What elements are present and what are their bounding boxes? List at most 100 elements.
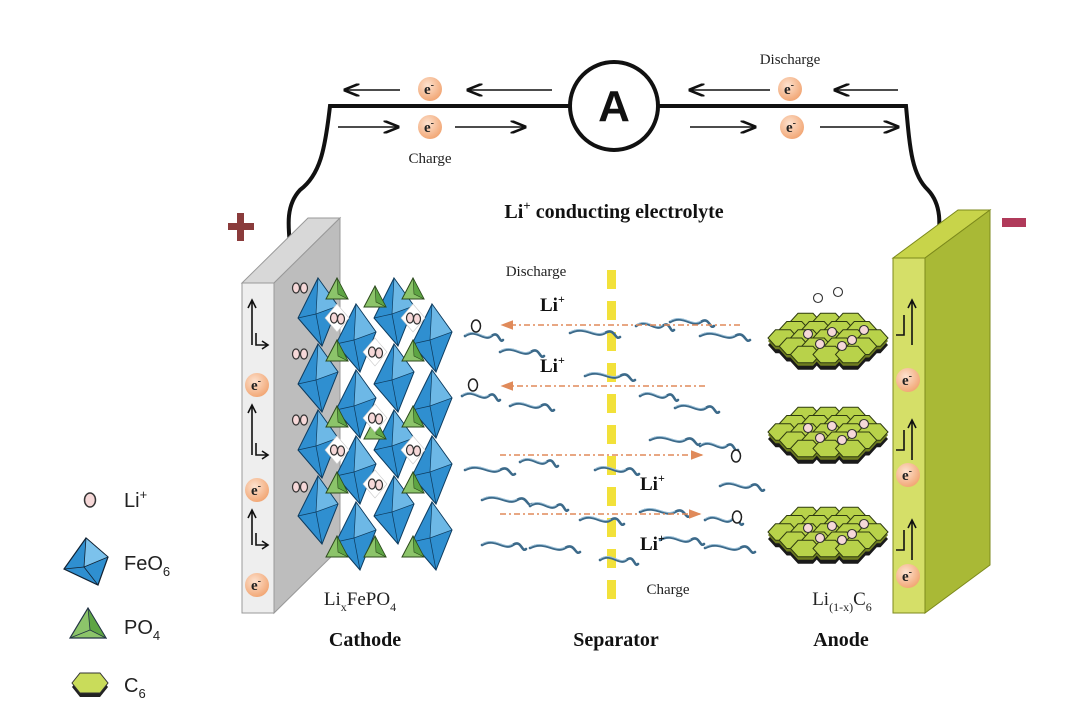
li-ion xyxy=(299,414,309,426)
legend-tetrahedron-symbol xyxy=(68,606,108,639)
svg-text:e-: e- xyxy=(902,466,912,484)
li-ion xyxy=(814,338,826,350)
polymer-chain xyxy=(698,442,740,453)
anode-formula: Li(1-x)C6 xyxy=(812,589,872,614)
legend-hexagon-symbol xyxy=(71,672,109,697)
polymer-chain xyxy=(673,404,721,415)
polymer-chain xyxy=(463,466,517,477)
polymer-chain xyxy=(703,544,757,555)
li-ion xyxy=(836,434,848,446)
legend-item-c6: C6 xyxy=(71,672,146,701)
svg-text:e-: e- xyxy=(786,118,796,136)
polymer-chain xyxy=(638,508,692,519)
li-ion xyxy=(846,528,858,540)
polymer-chain xyxy=(480,541,528,552)
li-ion xyxy=(836,534,848,546)
polymer-chain xyxy=(658,536,706,547)
anode-label: Anode xyxy=(813,629,869,651)
svg-text:e-: e- xyxy=(902,567,912,585)
polymer-chain xyxy=(480,496,534,507)
li-ion xyxy=(336,445,346,457)
li-ion-moving xyxy=(467,378,479,392)
separator-segment xyxy=(607,487,616,506)
li-ion xyxy=(814,432,826,444)
anode-graphite xyxy=(767,286,889,564)
negative-terminal-sign xyxy=(1002,218,1026,227)
separator-segment xyxy=(607,456,616,475)
cathode-label: Cathode xyxy=(329,629,401,651)
polymer-chain xyxy=(638,392,680,403)
li-ion-label: Li+ xyxy=(640,531,665,555)
legend-li-ion-label: Li+ xyxy=(124,487,147,512)
polymer-chain xyxy=(648,436,702,447)
li-ion xyxy=(826,520,838,532)
li-ion-moving xyxy=(470,319,482,333)
separator-segment xyxy=(607,363,616,382)
separator-segment xyxy=(607,394,616,413)
collector-current-arrow xyxy=(247,403,270,460)
separator-label: Separator xyxy=(573,629,659,651)
separator-segment xyxy=(607,301,616,320)
external-circuit: A e- e- e- e- Discharge Charge xyxy=(286,52,942,246)
legend-li-ion-symbol xyxy=(83,492,97,508)
li-ion xyxy=(374,413,384,425)
li-ion xyxy=(858,418,870,430)
li-ion xyxy=(374,347,384,359)
electrolyte-discharge-label: Discharge xyxy=(506,264,567,280)
li-ion xyxy=(367,478,377,490)
collector-current-arrow xyxy=(896,418,917,460)
electron-token: e- xyxy=(896,368,920,392)
legend-octahedron-symbol xyxy=(63,537,109,586)
legend-item-li-ion: Li+ xyxy=(83,487,147,512)
polymer-chain xyxy=(634,322,676,333)
li-ion xyxy=(858,324,870,336)
legend-c6-label: C6 xyxy=(124,675,146,701)
li-ion xyxy=(412,313,422,325)
separator-segment xyxy=(607,270,616,289)
svg-text:e-: e- xyxy=(251,576,261,594)
li-ion xyxy=(291,348,301,360)
li-ion-label: Li+ xyxy=(640,471,665,495)
cathode-collector: e-e-e- xyxy=(240,216,342,615)
svg-text:e-: e- xyxy=(251,481,261,499)
legend: Li+ FeO6 PO4 C6 xyxy=(63,487,170,701)
electron-token: e- xyxy=(896,463,920,487)
legend-po4-label: PO4 xyxy=(124,617,160,643)
polymer-chain xyxy=(598,556,640,567)
polymer-chain xyxy=(460,392,502,403)
li-ion xyxy=(814,532,826,544)
li-ion xyxy=(291,414,301,426)
svg-text:e-: e- xyxy=(424,80,434,98)
polymer-chain xyxy=(518,458,560,469)
li-ion-label: Li+ xyxy=(540,292,565,316)
li-ion xyxy=(374,479,384,491)
li-ion xyxy=(299,282,309,294)
svg-text:e-: e- xyxy=(784,80,794,98)
polymer-chain xyxy=(703,516,745,527)
li-ion xyxy=(405,444,415,456)
polymer-chain xyxy=(568,329,622,340)
polymer-chain xyxy=(718,482,766,493)
anode-collector: e-e-e- xyxy=(891,209,992,614)
polymer-chain xyxy=(498,348,546,359)
li-ion-label: Li+ xyxy=(540,353,565,377)
li-ion xyxy=(836,340,848,352)
legend-item-feo6: FeO6 xyxy=(63,537,170,586)
li-ion xyxy=(412,445,422,457)
electron-token: e- xyxy=(418,77,442,101)
svg-text:e-: e- xyxy=(902,371,912,389)
ammeter-label: A xyxy=(598,82,630,131)
li-ion xyxy=(846,334,858,346)
li-ion xyxy=(826,326,838,338)
li-ion xyxy=(802,328,814,340)
electron-token: e- xyxy=(245,478,269,502)
li-ion xyxy=(802,522,814,534)
electron-token: e- xyxy=(418,115,442,139)
separator-membrane xyxy=(607,270,616,599)
li-ion xyxy=(329,444,339,456)
electrolyte-charge-label: Charge xyxy=(646,582,689,598)
li-ion xyxy=(299,481,309,493)
polymer-chain xyxy=(593,466,641,477)
svg-text:e-: e- xyxy=(251,376,261,394)
